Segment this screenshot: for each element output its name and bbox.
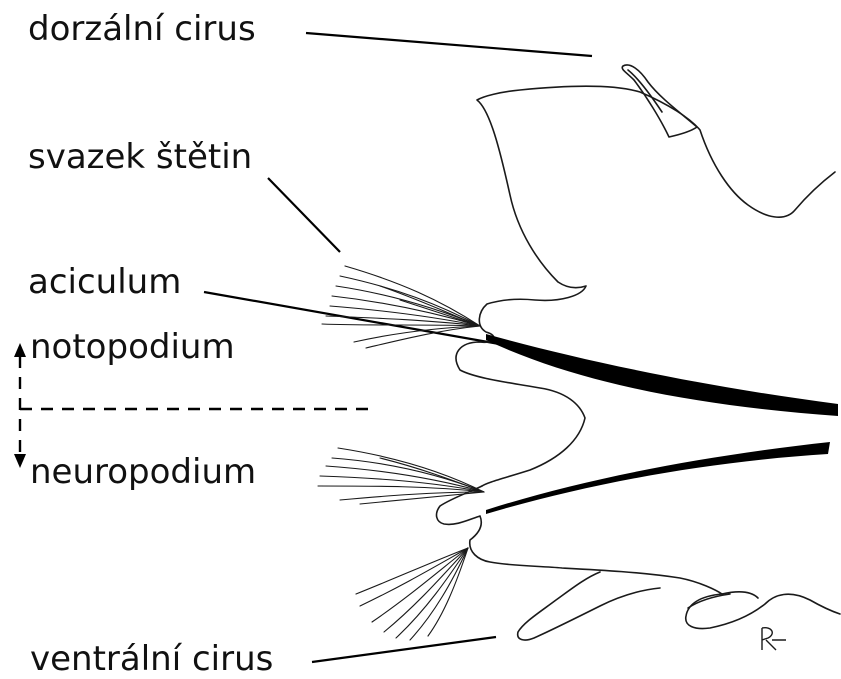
artist-signature [762,628,786,650]
label-dorsal-cirrus: dorzální cirus [28,9,256,49]
label-notopodium: notopodium [30,327,235,367]
lower-chaetae-bundle [356,548,468,640]
leader-ventral-cirrus [312,637,496,662]
label-neuropodium: neuropodium [30,452,256,492]
label-chaetae-bundle: svazek štětin [28,137,252,177]
aciculum-upper [486,334,838,416]
notopodium-drawing [456,86,835,486]
aciculum-lower [486,442,830,514]
leader-dorsal-cirrus [306,33,592,56]
label-ventral-cirrus: ventrální cirus [30,639,273,679]
arrow-up-icon [14,343,26,357]
label-aciculum: aciculum [28,262,181,302]
leader-chaetae-bundle [268,178,340,252]
arrow-down-icon [14,454,26,468]
